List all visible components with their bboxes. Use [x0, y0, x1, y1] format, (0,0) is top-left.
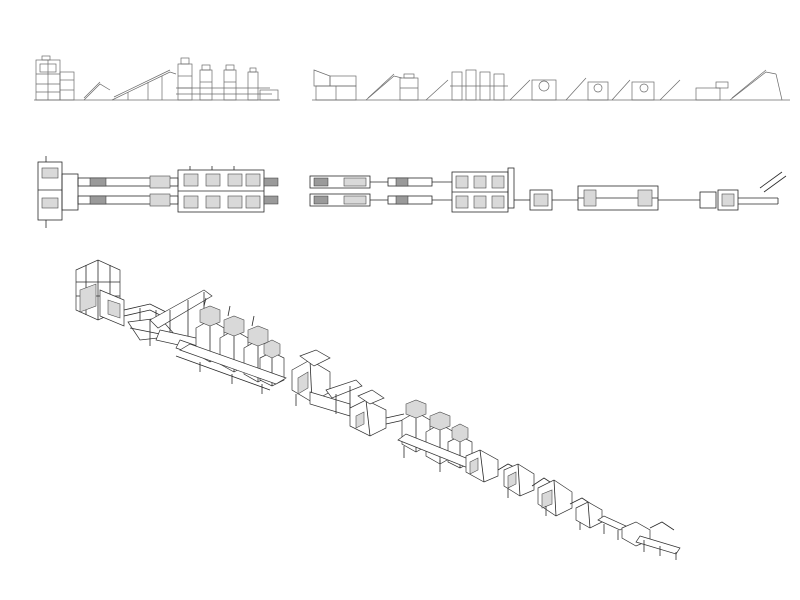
- elevation-view-left: [34, 55, 280, 101]
- drum-unit: [531, 79, 557, 101]
- tower-structure: [35, 55, 75, 101]
- table-unit: [695, 81, 729, 101]
- press-plan: [387, 177, 433, 205]
- unit-plan: [529, 189, 553, 211]
- incline-conveyor: [83, 69, 177, 101]
- twin-conveyor-plan: [309, 175, 371, 207]
- table-unit-iso: [575, 501, 603, 530]
- long-unit-plan: [577, 185, 659, 211]
- unit-plan: [699, 189, 739, 211]
- mixer-bank-plan: [177, 166, 265, 213]
- final-incline-conveyor-iso: [621, 521, 681, 560]
- isometric-view-upper: [75, 259, 287, 394]
- incline-conveyor-iso: [325, 379, 363, 414]
- plan-view-left: [37, 156, 279, 228]
- mixer-unit: [247, 67, 259, 101]
- isometric-view-lower: [291, 349, 681, 560]
- mixer-unit: [223, 64, 237, 101]
- incline-conveyor-plan: [738, 171, 787, 205]
- tower-plan: [37, 156, 79, 228]
- mixer-bank-iso: [397, 399, 477, 472]
- tower-structure-iso: [75, 259, 125, 327]
- outfeed-plan: [263, 177, 279, 205]
- drum-unit-iso: [537, 479, 573, 517]
- drum-unit: [587, 81, 609, 101]
- elevation-view-right: [312, 69, 790, 101]
- press-unit-iso: [349, 389, 387, 437]
- hopper-unit: [313, 69, 357, 101]
- drum-unit: [631, 81, 655, 101]
- plan-view-right: [309, 167, 787, 213]
- drum-unit-iso: [465, 449, 499, 483]
- mixer-bank-plan: [451, 167, 515, 213]
- drum-unit-iso: [503, 463, 535, 498]
- mixer-unit: [199, 64, 213, 101]
- mixer-bank: [450, 69, 508, 101]
- hopper-unit-iso: [291, 349, 351, 417]
- twin-conveyor-plan: [77, 175, 179, 207]
- press-unit: [399, 73, 419, 101]
